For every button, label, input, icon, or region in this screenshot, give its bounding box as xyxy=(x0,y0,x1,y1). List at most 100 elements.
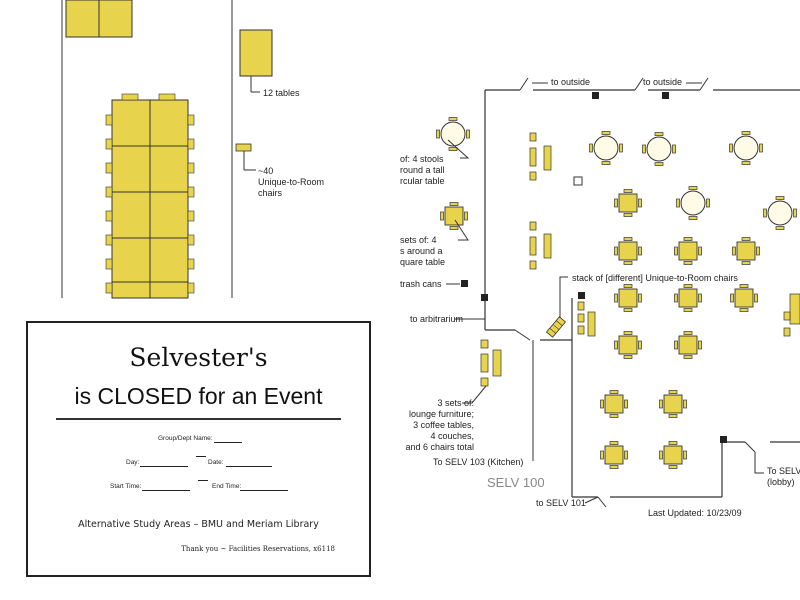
square-label-3: quare table xyxy=(400,257,445,267)
chair xyxy=(187,138,195,150)
chair xyxy=(683,237,693,241)
chair xyxy=(676,198,680,208)
selv101-label: to SELV 101 xyxy=(536,498,586,508)
lounge-label-4: 4 couches, xyxy=(430,431,474,441)
lounge-label-2: lounge furniture; xyxy=(409,409,474,419)
chair xyxy=(672,144,676,154)
chair xyxy=(754,293,758,303)
kitchen-label: To SELV 103 (Kitchen) xyxy=(433,457,523,467)
round-table xyxy=(767,200,793,226)
chair xyxy=(688,186,698,190)
date-label: Date: xyxy=(208,459,224,466)
chair xyxy=(739,284,749,288)
sign-subtitle: is CLOSED for an Event xyxy=(74,383,323,409)
chair xyxy=(624,399,628,409)
chair xyxy=(105,282,113,294)
chair xyxy=(609,390,619,394)
chair xyxy=(759,143,763,153)
square-label-2: s around a xyxy=(400,246,443,256)
chair xyxy=(623,284,633,288)
chair-stack xyxy=(545,316,567,338)
chair xyxy=(683,399,687,409)
chair xyxy=(105,114,113,126)
round-table xyxy=(680,190,706,216)
chair xyxy=(698,246,702,256)
table-legend xyxy=(239,29,273,77)
chair xyxy=(623,355,633,359)
left-plan: 12 tables ~40 Unique-to-Room chairs xyxy=(61,0,324,299)
round-tables xyxy=(436,117,797,230)
chair xyxy=(187,258,195,270)
chair xyxy=(775,226,785,230)
chair xyxy=(638,246,642,256)
chair xyxy=(464,211,468,221)
last-updated-label: Last Updated: 10/23/09 xyxy=(648,508,742,518)
chair xyxy=(448,117,458,121)
chair xyxy=(105,234,113,246)
sign-title: Selvester's xyxy=(129,343,268,372)
chair xyxy=(741,261,751,265)
chair xyxy=(698,340,702,350)
square-table xyxy=(618,335,638,355)
tables-label: 12 tables xyxy=(263,88,300,98)
chair xyxy=(623,213,633,217)
chair xyxy=(638,293,642,303)
right-floor-plan: to outside to outside of: 4 stools round… xyxy=(400,77,800,518)
square-table xyxy=(678,241,698,261)
chair xyxy=(609,414,619,418)
chair xyxy=(732,246,736,256)
chair xyxy=(440,211,444,221)
chair xyxy=(601,161,611,165)
square-table xyxy=(734,288,754,308)
chair xyxy=(756,246,760,256)
stools-label-1: of: 4 stools xyxy=(400,154,444,164)
stools-label-3: rcular table xyxy=(400,176,445,186)
square-table xyxy=(678,288,698,308)
chair xyxy=(683,308,693,312)
chair xyxy=(668,465,678,469)
chair xyxy=(741,131,751,135)
chair xyxy=(730,293,734,303)
to-outside-label-1: to outside xyxy=(551,77,590,87)
lounge-label-3: 3 coffee tables, xyxy=(413,420,474,430)
to-outside-label-2: to outside xyxy=(643,77,682,87)
sign-divider xyxy=(56,418,341,420)
start-label: Start Time: xyxy=(110,483,142,490)
square-table xyxy=(663,445,683,465)
chair xyxy=(668,414,678,418)
chair xyxy=(449,226,459,230)
chair xyxy=(741,161,751,165)
end-label: End Time: xyxy=(212,483,242,490)
chair xyxy=(642,144,646,154)
chair xyxy=(683,355,693,359)
chair xyxy=(654,162,664,166)
chair xyxy=(674,246,678,256)
chair xyxy=(448,147,458,151)
stools-label-2: round a tall xyxy=(400,165,445,175)
day-line xyxy=(140,466,188,467)
chair xyxy=(623,261,633,265)
chair xyxy=(674,293,678,303)
chair xyxy=(187,210,195,222)
arbitrarium-label: to arbitrarium xyxy=(410,314,463,324)
lounge-furniture xyxy=(480,132,800,387)
chair xyxy=(683,261,693,265)
chair xyxy=(105,162,113,174)
chair xyxy=(659,399,663,409)
chair xyxy=(436,129,440,139)
to-selv-label-1: To SELV xyxy=(767,466,800,476)
group-line xyxy=(214,442,242,443)
dash-1 xyxy=(196,456,206,457)
chairs-label-2: Unique-to-Room xyxy=(258,177,324,187)
chair xyxy=(775,196,785,200)
chairs-label-1: ~40 xyxy=(258,166,273,176)
chair xyxy=(105,138,113,150)
chair xyxy=(609,441,619,445)
chairs-label-3: chairs xyxy=(258,188,283,198)
chair xyxy=(638,198,642,208)
square-table xyxy=(618,241,638,261)
chair xyxy=(187,162,195,174)
chair xyxy=(739,308,749,312)
round-table xyxy=(646,136,672,162)
chair xyxy=(187,282,195,294)
